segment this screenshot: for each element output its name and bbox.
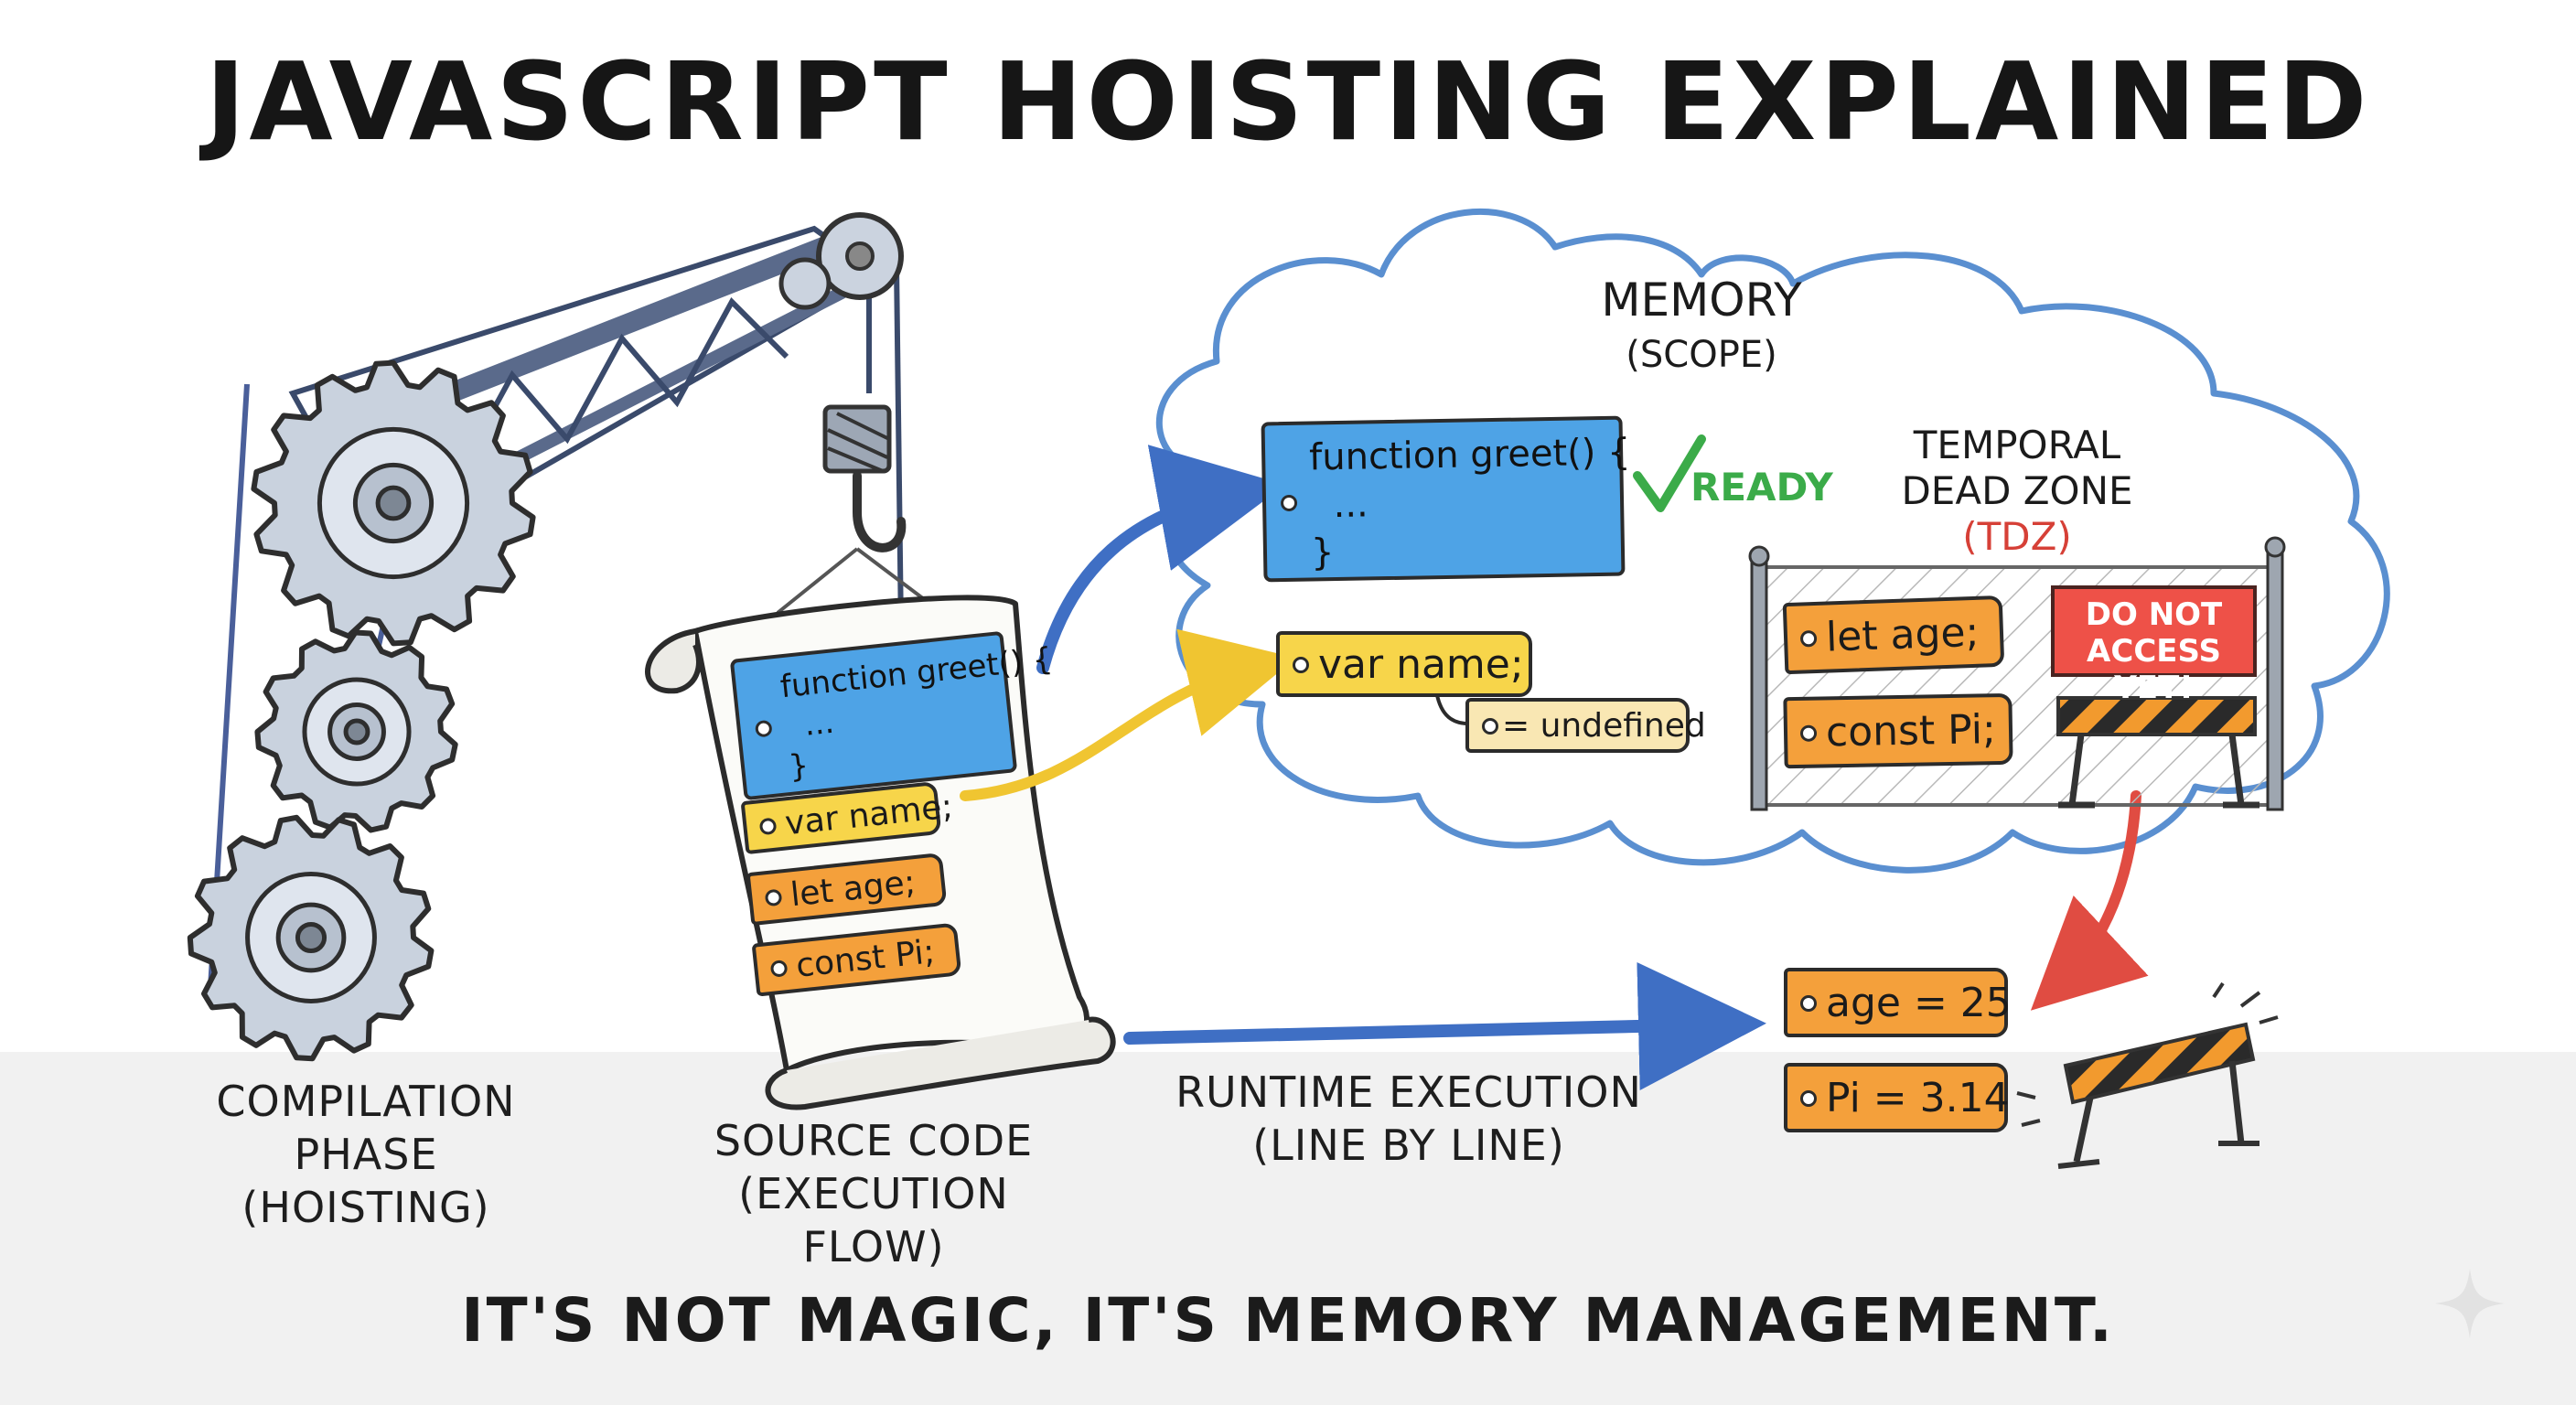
compilation-line1: COMPILATION <box>216 1077 516 1126</box>
compilation-line2: PHASE <box>294 1130 438 1179</box>
gear-icon <box>254 629 458 833</box>
tdz-heading: TEMPORAL DEAD ZONE (TDZ) <box>1862 423 2173 560</box>
memory-var-name: var name; <box>1276 631 1532 697</box>
arrow-function-to-memory <box>1036 445 1286 674</box>
page-title: JAVASCRIPT HOISTING EXPLAINED <box>205 38 2371 165</box>
source-caption: SOURCE CODE (EXECUTION FLOW) <box>668 1114 1079 1273</box>
tagline: IT'S NOT MAGIC, IT'S MEMORY MANAGEMENT. <box>461 1285 2115 1356</box>
arrow-runtime <box>1123 961 1766 1090</box>
ready-label: READY <box>1690 465 1833 509</box>
runtime-caption: RUNTIME EXECUTION (LINE BY LINE) <box>1153 1066 1665 1172</box>
do-not-access-sign: DO NOT ACCESS YET! <box>2051 585 2257 706</box>
memory-title: MEMORY <box>1601 273 1802 327</box>
source-line2: (EXECUTION FLOW) <box>738 1169 1009 1271</box>
tdz-abbr: (TDZ) <box>1962 514 2072 559</box>
tdz-line1: TEMPORAL <box>1913 423 2121 467</box>
checkmark-icon <box>1633 434 1706 512</box>
gear-icon <box>187 359 536 1062</box>
scroll-function-greet: function greet() { ... } <box>729 630 1054 801</box>
memory-function-greet: function greet() { ... } <box>1261 415 1631 583</box>
gear-icon <box>251 359 536 647</box>
source-line1: SOURCE CODE <box>714 1116 1034 1165</box>
compilation-line3: (HOISTING) <box>242 1183 490 1232</box>
sparkle-icon <box>2435 1269 2505 1338</box>
arrow-var-to-memory <box>960 628 1296 801</box>
memory-heading: MEMORY (SCOPE) <box>1519 274 1884 381</box>
arrow-tdz-to-runtime <box>2030 790 2149 1011</box>
compilation-caption: COMPILATION PHASE (HOISTING) <box>183 1075 549 1234</box>
sign-line1: DO NOT <box>2085 596 2223 633</box>
runtime-line2: (LINE BY LINE) <box>1252 1121 1565 1170</box>
runtime-age: age = 25 <box>1784 968 2012 1037</box>
tdz-line2: DEAD ZONE <box>1901 468 2133 513</box>
memory-subtitle: (SCOPE) <box>1626 334 1777 376</box>
memory-undefined: = undefined <box>1465 698 1706 753</box>
runtime-line1: RUNTIME EXECUTION <box>1175 1067 1642 1117</box>
gear-icon <box>187 814 435 1062</box>
tdz-const-pi: const Pi; <box>1783 692 2013 769</box>
runtime-pi: Pi = 3.14 <box>1784 1063 2010 1132</box>
barricade-icon <box>2056 696 2259 809</box>
tdz-let-age: let age; <box>1782 595 2005 675</box>
barricade-icon <box>2016 981 2279 1169</box>
hook-icon <box>776 471 944 615</box>
sign-line2: ACCESS YET! <box>2087 633 2221 706</box>
